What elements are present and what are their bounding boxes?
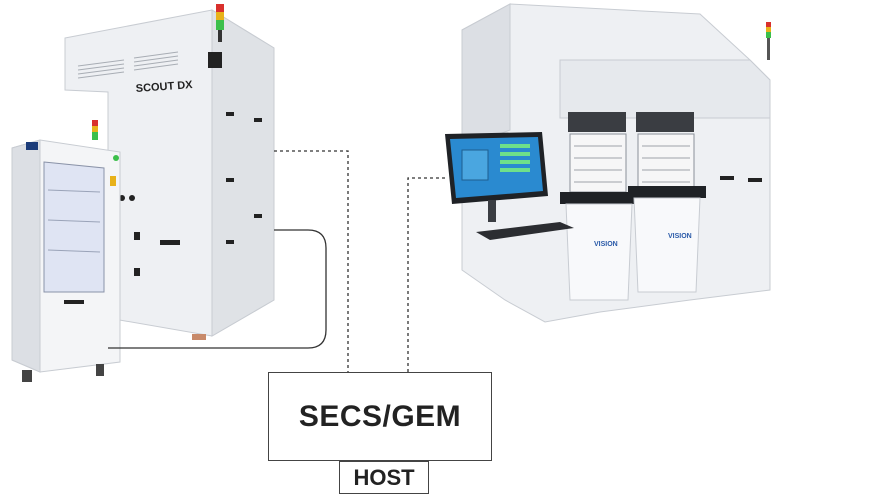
connection-line-dashed-right <box>407 177 445 372</box>
secs-gem-box: SECS/GEM <box>268 372 492 461</box>
brand-label-scout: SCOUT DX <box>135 79 193 95</box>
protocol-label: SECS/GEM <box>298 399 462 433</box>
signal-tower-icon <box>766 22 771 60</box>
inspection-tool: VISION VISION <box>445 3 771 323</box>
wafer-loadport-right: VISION <box>628 112 706 293</box>
connection-line-dashed-left <box>274 150 349 372</box>
small-equipment-cabinet <box>11 120 121 382</box>
connection-line-solid <box>108 229 327 349</box>
vent-grille <box>77 51 179 79</box>
brand-label-vision-2: VISION <box>668 233 692 240</box>
signal-tower-icon <box>92 120 98 140</box>
host-box: HOST <box>339 461 429 494</box>
signal-tower-icon <box>208 4 224 68</box>
keyboard <box>476 222 574 240</box>
brand-label-vision: VISION <box>594 241 618 248</box>
monitor-screen <box>445 132 548 222</box>
host-label: HOST <box>353 464 415 490</box>
wafer-loadport-left: VISION <box>560 112 638 301</box>
